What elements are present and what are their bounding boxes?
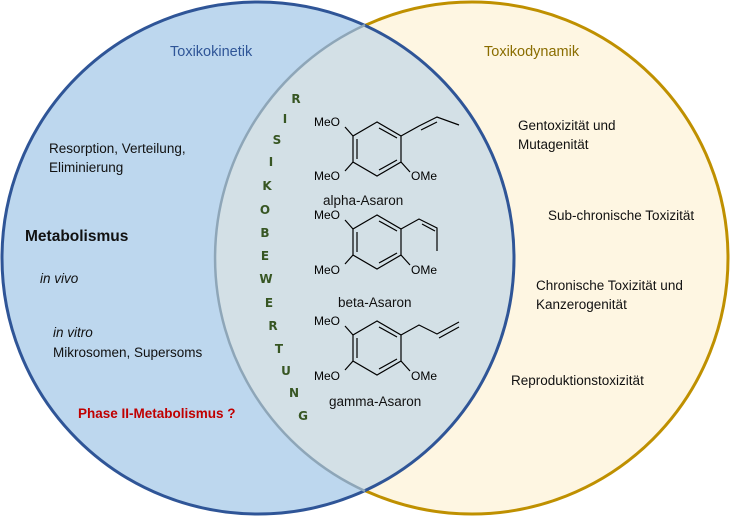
resorption-line-2: Eliminierung	[49, 160, 124, 175]
risk-letter: R	[268, 319, 278, 333]
alpha-meo-bottom: MeO	[314, 169, 340, 183]
beta-meo-bottom: MeO	[314, 263, 340, 277]
beta-asaron-label: beta-Asaron	[338, 295, 412, 310]
risk-letter: W	[259, 272, 273, 286]
molecule-gamma-asaron	[344, 320, 460, 376]
chronic-line-2: Kanzerogenität	[536, 297, 627, 312]
microsomes-label: Mikrosomen, Supersoms	[53, 345, 203, 360]
toxikokinetik-title: Toxikokinetik	[170, 44, 253, 60]
toxikodynamik-title: Toxikodynamik	[484, 44, 580, 60]
gamma-meo-top: MeO	[314, 314, 340, 328]
reproduction-toxicity-label: Reproduktionstoxizität	[511, 373, 644, 388]
beta-ome: OMe	[411, 263, 437, 277]
chronic-line-1: Chronische Toxizität und	[536, 278, 683, 293]
risk-letter: E	[260, 249, 270, 263]
right-circle-inner-arc	[213, 23, 366, 493]
alpha-meo-top: MeO	[314, 115, 340, 129]
gamma-meo-bottom: MeO	[314, 369, 340, 383]
risk-letter: S	[272, 133, 282, 147]
resorption-line-1: Resorption, Verteilung,	[49, 141, 186, 156]
risk-letter: R	[291, 92, 301, 106]
risk-letter: N	[288, 386, 300, 400]
in-vitro-label: in vitro	[53, 325, 93, 340]
left-circle-outline	[0, 0, 516, 516]
risk-letter: B	[260, 226, 270, 240]
risk-letter: E	[264, 296, 274, 310]
gentox-line-2: Mutagenität	[518, 137, 589, 152]
gentox-line-1: Gentoxizität und	[518, 118, 616, 133]
overlap-region	[216, 2, 514, 514]
risk-letter: I	[282, 112, 288, 126]
risk-letter: O	[259, 203, 271, 217]
risk-letter: I	[268, 155, 274, 169]
phase2-metabolism-label: Phase II-Metabolismus ?	[78, 406, 236, 421]
risk-letter: K	[262, 179, 272, 193]
molecule-alpha-asaron	[344, 116, 460, 177]
risk-letter: G	[298, 409, 308, 423]
in-vivo-label: in vivo	[40, 271, 79, 286]
alpha-ome: OMe	[411, 169, 437, 183]
alpha-asaron-label: alpha-Asaron	[323, 193, 404, 208]
risk-letter: U	[281, 364, 291, 378]
beta-meo-top: MeO	[314, 208, 340, 222]
gamma-ome: OMe	[411, 369, 437, 383]
risk-letter: T	[274, 342, 284, 356]
metabolism-heading: Metabolismus	[25, 228, 129, 245]
gamma-asaron-label: gamma-Asaron	[329, 394, 422, 409]
molecule-beta-asaron	[344, 214, 438, 270]
subchronic-toxicity-label: Sub-chronische Toxizität	[548, 208, 695, 223]
